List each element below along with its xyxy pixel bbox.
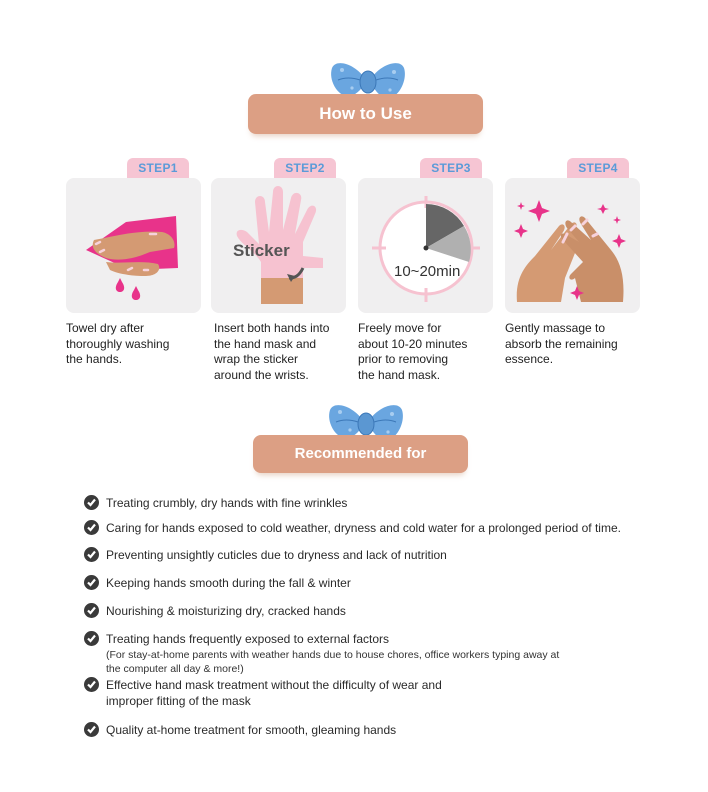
how-to-use-title: How to Use — [319, 104, 412, 123]
step-2-card: Sticker — [211, 178, 346, 313]
step-4-description: Gently massage to absorb the remaining e… — [505, 321, 618, 366]
step-1-tab: STEP1 — [127, 158, 189, 178]
recommended-title: Recommended for — [294, 445, 427, 462]
glove-sticker-icon: Sticker — [233, 186, 323, 304]
towel-dry-hands-icon — [86, 216, 178, 300]
bow-icon — [329, 405, 403, 441]
check-icon — [84, 722, 99, 737]
step-4-card — [505, 178, 640, 313]
step-4-tab: STEP4 — [567, 158, 629, 178]
check-icon — [84, 677, 99, 692]
step-3-description: Freely move for about 10-20 minutes prio… — [358, 321, 468, 382]
timer-icon: 10~20min — [372, 196, 480, 302]
step-2-tab: STEP2 — [274, 158, 336, 178]
svg-text:10~20min: 10~20min — [394, 263, 460, 280]
step-1-description: Towel dry after thoroughly washing the h… — [66, 321, 170, 366]
check-icon — [84, 631, 99, 646]
step-3-tab: STEP3 — [420, 158, 482, 178]
massage-hands-icon — [514, 200, 626, 302]
check-icon — [84, 547, 99, 562]
step-1-card — [66, 178, 201, 313]
bow-icon — [331, 63, 405, 99]
recommended-banner: Recommended for — [253, 435, 468, 473]
check-icon — [84, 603, 99, 618]
check-icon — [84, 520, 99, 535]
how-to-use-banner: How to Use — [248, 94, 483, 134]
check-icon — [84, 495, 99, 510]
check-icon — [84, 575, 99, 590]
step-3-card: 10~20min — [358, 178, 493, 313]
svg-text:Sticker: Sticker — [233, 241, 290, 260]
step-2-description: Insert both hands into the hand mask and… — [214, 321, 330, 382]
